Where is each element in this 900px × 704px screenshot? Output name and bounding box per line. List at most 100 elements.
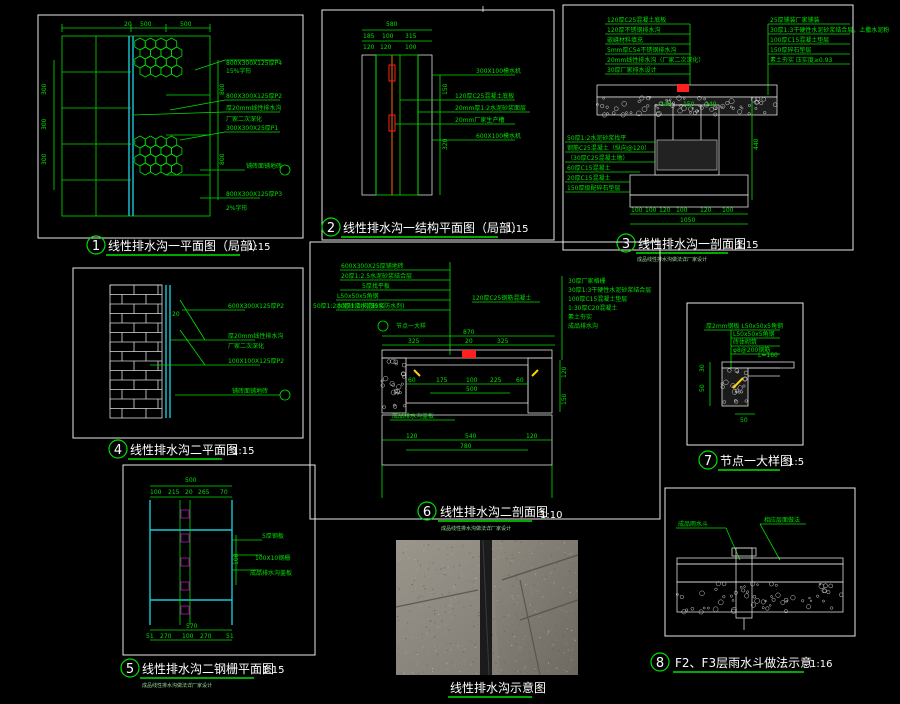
- p1-hex-pattern-top: [134, 37, 183, 78]
- p2-dim-top-0: 580: [386, 21, 398, 28]
- p3-dim-mid-0: 240: [660, 101, 672, 108]
- p5-dim-right-0: 100: [233, 553, 240, 565]
- p5-dim-top-4: 265: [198, 489, 210, 496]
- p6-label-node: 节点一大样: [396, 322, 426, 330]
- p2-dim-right-0: 150: [442, 83, 449, 95]
- p6-label-mid: 120厚C25钢筋混凝土: [472, 294, 531, 302]
- p3-scale: 1:15: [736, 240, 758, 251]
- p7-label-4: L=160: [758, 352, 778, 359]
- p7-dim-2: 50: [740, 417, 748, 424]
- p1-dim-top-0: 20: [124, 21, 132, 28]
- p1-dim-top-1: 500: [140, 21, 152, 28]
- p3-label-top-4: 20mm线性排水沟（厂家二次深化）: [607, 56, 704, 64]
- p6-label-right-1: 30厚1:3干硬性水泥砂浆结合层: [568, 286, 651, 294]
- p5-label-1: 100X10钢栅: [255, 554, 290, 562]
- p3-label-left-3: 60厚C15混凝土: [567, 164, 610, 172]
- p3-label-top-1: 120厚不锈钢排水沟: [607, 26, 660, 34]
- p2-number: 2: [327, 221, 335, 236]
- p6-dim-bottom-2: 120: [526, 433, 538, 440]
- p5-dim-bottom-4: 51: [226, 633, 234, 640]
- p3-label-right-1: 30厚1:3干硬性水泥砂浆结合层，上撒水泥粉: [770, 26, 889, 34]
- p6-right-labels: 30厚厂家格栅 30厚1:3干硬性水泥砂浆结合层 100厚C15混凝土垫层 1:…: [561, 276, 651, 360]
- p6-dim-top-3: 325: [497, 338, 509, 345]
- p7-label-1: L50x50x5角钢: [733, 330, 775, 338]
- p2-scale: 1:15: [506, 224, 528, 235]
- p6-label-right-0: 30厚厂家格栅: [568, 277, 606, 285]
- p3-dim-mid-2: 240: [705, 101, 717, 108]
- p1-dim-left-0: 300: [41, 83, 48, 95]
- p2-label-2: 20mm厚1:2水泥砂浆面层: [455, 104, 526, 112]
- p1-number: 1: [92, 239, 100, 254]
- p3-label-right-2: 100厚C15混凝土垫层: [770, 36, 829, 44]
- p4-dim-0: 20: [172, 311, 180, 318]
- drain-photo: 线性排水沟示意图: [395, 539, 579, 698]
- p7-label-3: φ8@200钢筋: [733, 346, 770, 354]
- p5-title: 线性排水沟二钢栅平面图: [142, 661, 274, 676]
- p5-dim-top-3: 20: [185, 489, 193, 496]
- p3-number: 3: [622, 237, 630, 252]
- p5-dim-bottom-2: 100: [182, 633, 194, 640]
- p5-dim-total: 570: [186, 623, 198, 630]
- p6-dim-mid-0: 60: [408, 377, 416, 384]
- p4-number: 4: [114, 443, 122, 458]
- p1-scale: 1:15: [248, 242, 270, 253]
- p1-label-1: 15%字形: [226, 67, 251, 75]
- p2-label-1: 120厚C25混凝土底板: [455, 92, 514, 100]
- p5-scale: 1:15: [262, 665, 284, 676]
- p6-dim-bottom-1: 540: [465, 433, 477, 440]
- p5-label-0: 5厚钢板: [262, 532, 284, 540]
- p5-dim-bottom-0: 51: [146, 633, 154, 640]
- p2-dim-right-1: 320: [442, 138, 449, 150]
- p4-label-4: 铺砖面铺地砖: [232, 387, 268, 395]
- p2-label-0: 300X100模水机: [476, 67, 521, 75]
- p3-left-labels: 50厚1:2水泥砂浆找平 钢筋C25混凝土（纵向@120） （30厚C25混凝土…: [565, 134, 655, 193]
- p3-label-right-3: 150厚碎石垫层: [770, 46, 811, 54]
- p6-left-labels: 600X300X25厚铺地砖 20厚1:2.5水泥砂浆结合层 5厚找平板 L50…: [336, 262, 451, 355]
- p3-sub-note: 成品线性排水沟做法详厂家设计: [637, 256, 707, 263]
- p3-label-top-2: 嵌缝材料填充: [607, 36, 643, 44]
- p3-label-right-0: 25厚铺装厂家铺装: [770, 16, 820, 24]
- p6-dim-right-0: 120: [561, 366, 568, 378]
- p3-dim-bottom-0: 100: [631, 207, 643, 214]
- p2-dim-top-3: 315: [405, 33, 417, 40]
- p6-label-right-2: 100厚C15混凝土垫层: [568, 295, 627, 303]
- p4-label-1: 厚20mm线性排水沟: [228, 332, 283, 340]
- p7-title: 节点一大样图: [720, 453, 792, 468]
- p6-dim-total: 780: [460, 443, 472, 450]
- p3-label-left-5: 150厚级配碎石垫层: [567, 184, 620, 192]
- p7-dim-0: 30: [699, 364, 706, 372]
- p6-label-bottom: 成品排水沟盖板: [392, 412, 434, 420]
- p1-title: 线性排水沟一平面图（局部）: [108, 238, 264, 253]
- panel-6-frame: [309, 241, 661, 520]
- p5-dim-top-1: 100: [150, 489, 162, 496]
- p2-dim-top2-1: 120: [380, 44, 392, 51]
- p6-dim-top-0: 870: [463, 329, 475, 336]
- p1-label-3: 厚20mm线性排水沟: [226, 104, 281, 112]
- p3-dim-right-0: 440: [753, 138, 760, 150]
- p8-gravel-texture: [675, 581, 844, 615]
- p2-dim-top-1: 185: [363, 33, 375, 40]
- p3-label-left-0: 50厚1:2水泥砂浆找平: [567, 134, 626, 142]
- p3-dim-bottom-2: 120: [659, 207, 671, 214]
- panel-7-node-detail: 厚2mm钢板 L50x50x5角钢 L50x50x5角钢 砖体砌筑 φ8@200…: [686, 302, 804, 471]
- p6-dim-top-1: 325: [408, 338, 420, 345]
- p1-dim-right-0: 800: [219, 83, 226, 95]
- p3-label-top-3: 5mm厚C54不锈钢排水沟: [607, 46, 676, 54]
- p3-label-top-0: 120厚C25混凝土底板: [607, 16, 666, 24]
- panel-8-rain-drain: 成品雨水斗 相应层面做法 8 F2、F3层雨水斗做法示意 1:16: [650, 487, 856, 673]
- photo-caption: 线性排水沟示意图: [450, 680, 546, 695]
- p6-label-left-4: 10厚1:3水泥砂浆: [337, 302, 384, 310]
- p1-dim-top-2: 500: [180, 21, 192, 28]
- p2-title: 线性排水沟一结构平面图（局部）: [343, 220, 523, 235]
- p5-bolts: [180, 509, 190, 615]
- panel-4-plan: 20 600X300X125厚P2 厚20mm线性排水沟 厂家二次深化 100X…: [72, 267, 304, 460]
- p7-dim-1: 50: [699, 384, 706, 392]
- p6-label-left-3: L50x50x5角钢: [337, 292, 379, 300]
- p6-number: 6: [423, 505, 431, 520]
- p3-dim-bottom-5: 100: [722, 207, 734, 214]
- panel-4-frame: [72, 267, 304, 439]
- p6-title: 线性排水沟二剖面图: [440, 505, 548, 519]
- p1-hex-pattern-bottom: [134, 135, 183, 176]
- p3-label-left-2: （30厚C25混凝土墩）: [567, 154, 628, 162]
- p6-dim-right-1: 150: [561, 393, 568, 405]
